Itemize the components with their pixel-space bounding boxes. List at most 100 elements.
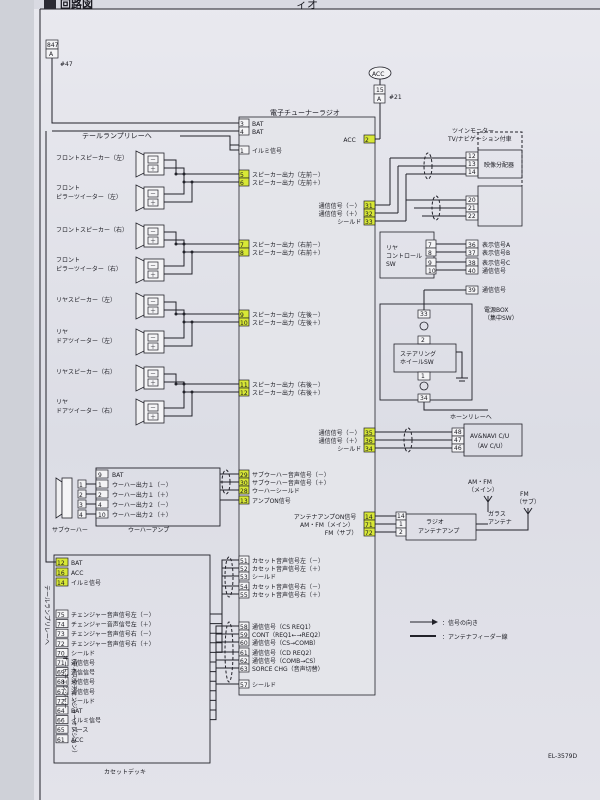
legend-signal-direction: ：信号の向き: [442, 619, 478, 627]
svg-text:54: 54: [240, 584, 248, 591]
subwoofer-label: サブウーハー: [52, 526, 88, 534]
svg-text:A: A: [49, 51, 54, 58]
radio-pin-label: サブウーハー音声信号（－）: [252, 471, 330, 479]
svg-text:4: 4: [79, 512, 83, 519]
radio-pin-label: カセット音声信号左（＋）: [252, 565, 324, 573]
svg-text:3: 3: [240, 121, 244, 128]
svg-text:33: 33: [420, 311, 428, 318]
radio-pin-label: アンテナアンプON信号: [294, 513, 357, 521]
svg-text:22: 22: [468, 213, 476, 220]
antenna-amp-label-1: ラジオ: [426, 519, 444, 526]
radio-pin-label: ACC: [343, 137, 355, 144]
cassette-pin-label: ACC: [71, 737, 83, 744]
svg-text:69: 69: [57, 670, 65, 677]
svg-text:39: 39: [468, 287, 476, 294]
svg-text:＋: ＋: [150, 344, 156, 351]
svg-text:1: 1: [421, 373, 425, 380]
glass-antenna-label-1: ガラス: [488, 510, 506, 518]
radio-pin-label: イルミ信号: [252, 147, 282, 155]
cassette-pin-label: 通信信号: [71, 688, 95, 696]
power-box-label-2: （集中SW）: [484, 314, 518, 322]
cassette-pin-label: 通信信号: [71, 659, 95, 667]
speaker-label: ドアツイーター（右）: [56, 407, 116, 415]
radio-pin-label: BAT: [252, 129, 264, 136]
svg-text:9: 9: [428, 260, 432, 267]
svg-text:73: 73: [57, 631, 65, 638]
radio-pin-label: 通信信号（＋）: [319, 210, 361, 218]
cassette-pin-label: BAT: [71, 708, 83, 715]
svg-text:14: 14: [365, 514, 373, 521]
svg-text:74: 74: [57, 622, 65, 629]
svg-text:61: 61: [57, 737, 65, 744]
av-navi-label-2: （AV C/U）: [474, 443, 506, 450]
svg-text:2: 2: [399, 529, 403, 536]
svg-text:58: 58: [240, 624, 248, 631]
antenna-sub-label-2: （サブ）: [516, 498, 540, 506]
cassette-pin-label: チェンジャー音声信号左（＋）: [71, 621, 155, 629]
av-navi-unit: 48 47 46 AV&NAVI C/U （AV C/U）: [375, 423, 523, 457]
speaker-label: ドアツイーター（左）: [56, 337, 116, 345]
radio-pin-label: スピーカー出力（右後－）: [252, 381, 324, 389]
svg-text:10: 10: [98, 512, 106, 519]
svg-text:38: 38: [468, 260, 476, 267]
radio-pin-label: スピーカー出力（右前－）: [252, 241, 324, 249]
svg-text:51: 51: [240, 558, 248, 565]
cassette-pin-61: 61 ACC: [55, 734, 83, 744]
svg-text:－: －: [150, 157, 156, 164]
cassette-pin-label: チェンジャー音声信号左（－）: [71, 611, 155, 619]
acc-fuse: ACC 15 A #21: [368, 66, 402, 139]
speaker-label: リヤスピーカー（右）: [56, 368, 116, 376]
cassette-deck-label: カセットデッキ: [104, 768, 146, 776]
svg-text:71: 71: [57, 660, 65, 667]
svg-text:5: 5: [240, 172, 244, 179]
cassette-pin-label: アース: [71, 727, 88, 734]
steering-switch: 33 2 ステアリング ホイールSW 1 34 ホーンリレーへ: [393, 309, 492, 421]
radio-pin-label: BAT: [252, 121, 264, 128]
cassette-pin-71: 71 通信信号: [55, 657, 95, 667]
radio-pin-label: CONT（REQ1←→REQ2）: [252, 632, 324, 639]
header-mark: [44, 0, 56, 9]
glass-antenna-label-2: アンテナ: [488, 519, 512, 526]
svg-text:2: 2: [365, 137, 369, 144]
speaker-label: リヤスピーカー（左）: [56, 296, 116, 304]
av-navi-label-1: AV&NAVI C/U: [470, 433, 509, 440]
svg-text:2: 2: [79, 492, 83, 499]
svg-text:53: 53: [240, 574, 248, 581]
svg-text:10: 10: [240, 320, 248, 327]
radio-pin-label: スピーカー出力（左後－）: [252, 311, 324, 319]
radio-pin-label: FM（サブ）: [325, 529, 358, 537]
svg-text:通信信号: 通信信号: [482, 286, 506, 294]
svg-text:47: 47: [454, 437, 462, 444]
svg-text:＋: ＋: [150, 380, 156, 387]
svg-text:30: 30: [240, 480, 248, 487]
svg-text:14: 14: [468, 169, 476, 176]
svg-text:1: 1: [399, 521, 403, 528]
speakers: フロントスピーカー（左）－＋フロントピラーツイーター（左）－＋フロントスピーカー…: [56, 150, 239, 426]
svg-text:63: 63: [240, 666, 248, 673]
svg-text:－: －: [150, 371, 156, 378]
svg-text:－: －: [150, 191, 156, 198]
rear-control-label-3: SW: [386, 261, 396, 268]
video-distributor: 映像分配器: [484, 161, 514, 169]
